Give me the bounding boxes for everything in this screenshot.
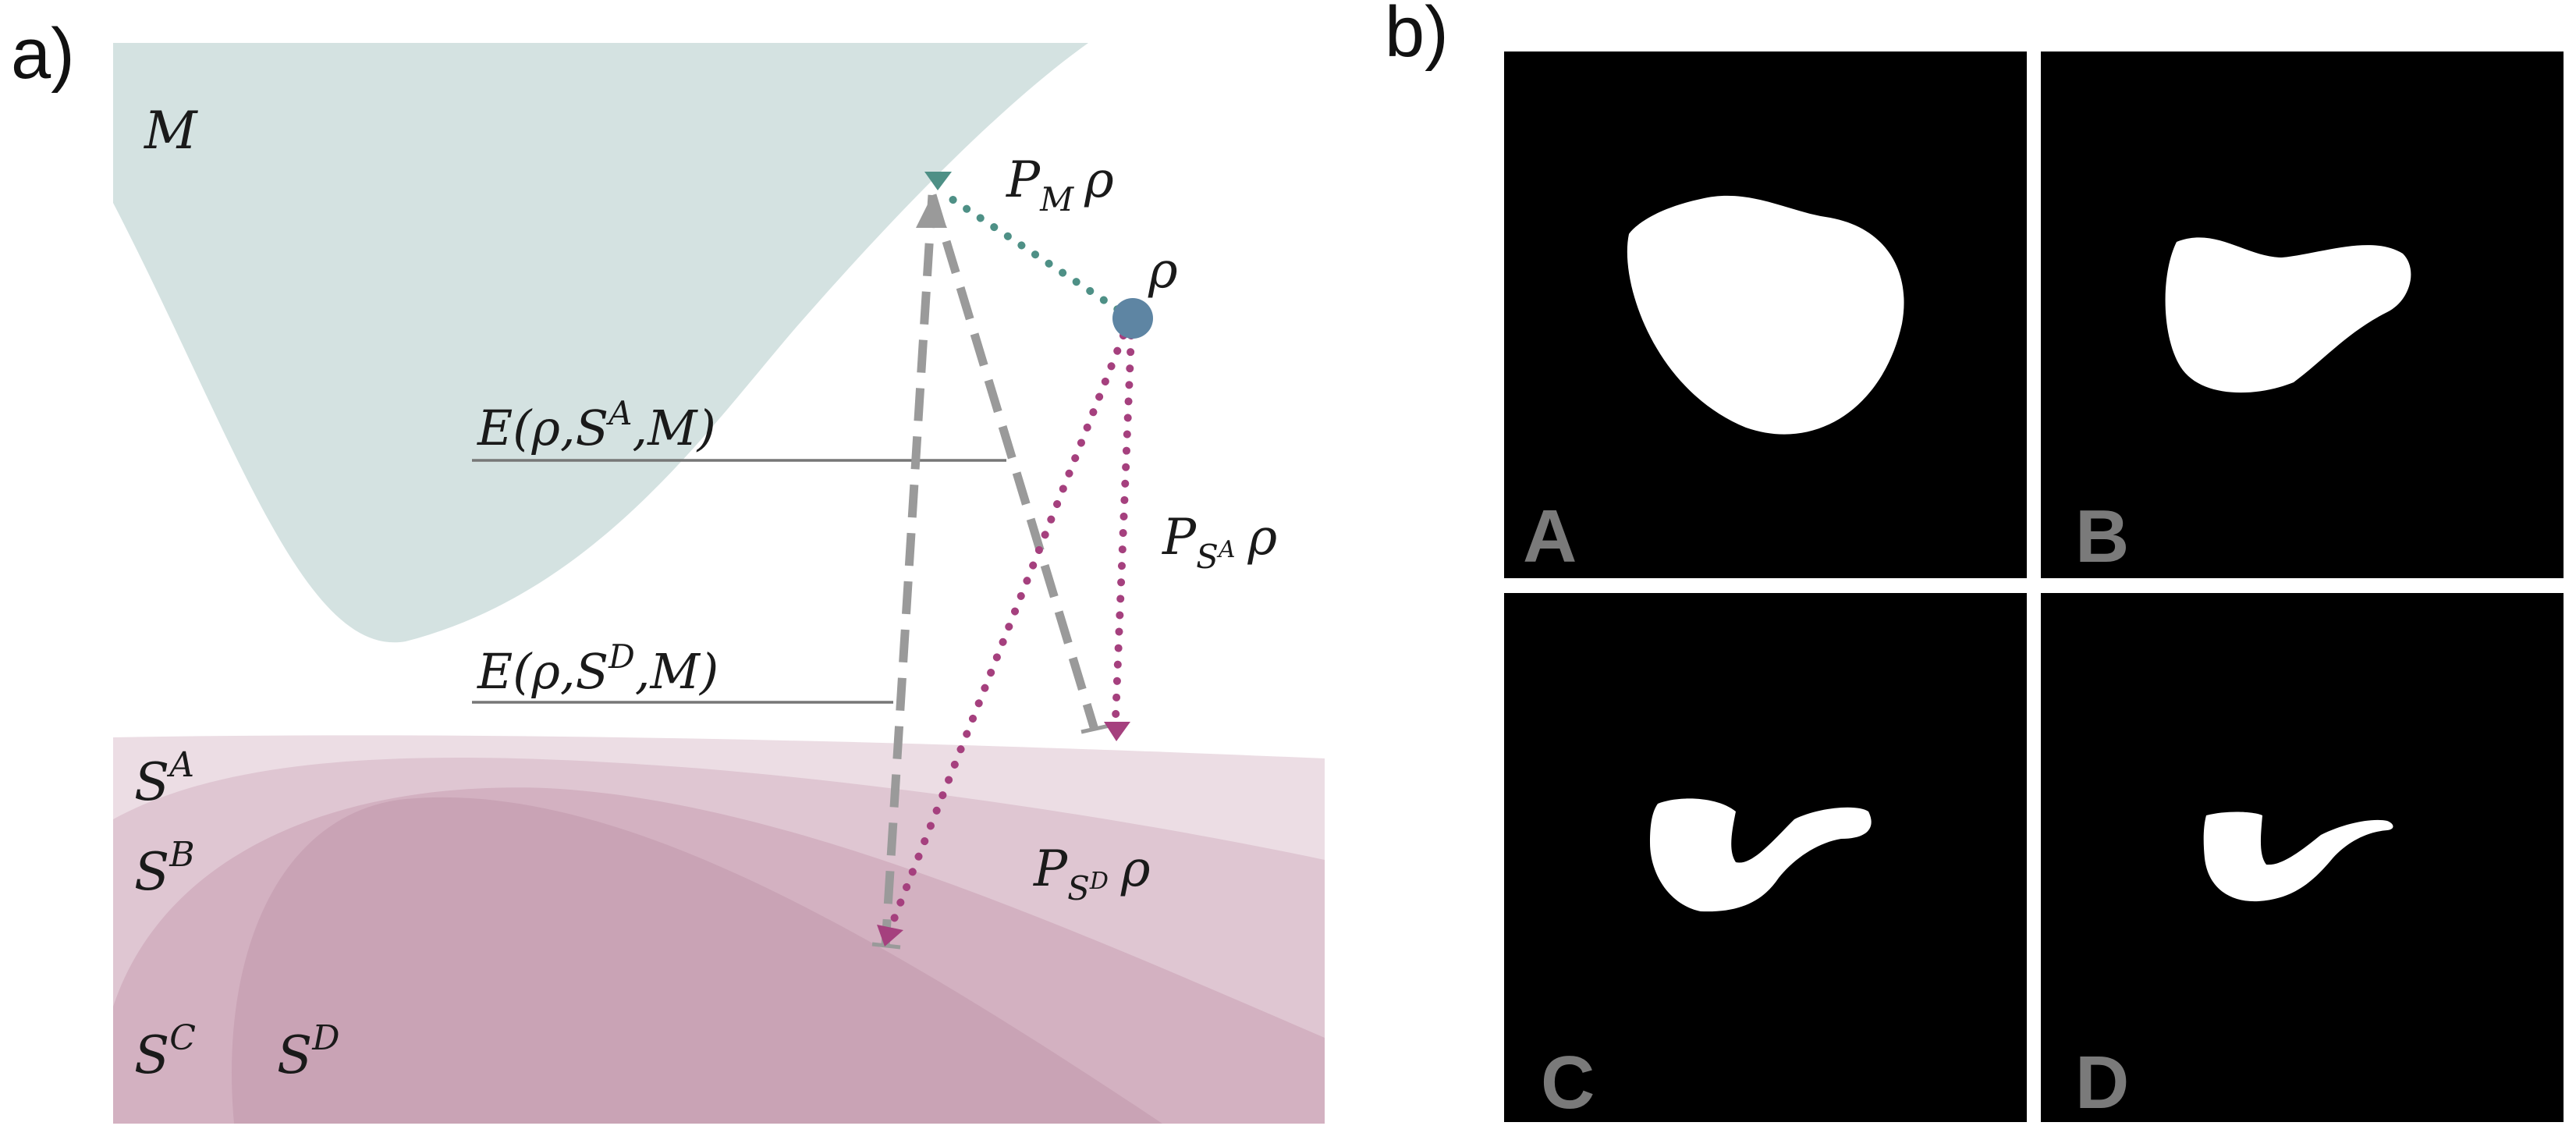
projection-sa-arrowhead	[1104, 722, 1130, 741]
set-label-sd: SD	[277, 1018, 340, 1085]
dashed-arrowhead-top	[916, 195, 947, 228]
set-label-sa: SA	[134, 745, 194, 812]
region-m-label: M	[144, 101, 198, 161]
tile-d: D	[2041, 593, 2564, 1124]
panel-a-label: a)	[11, 14, 75, 94]
shape-c	[1650, 798, 1872, 912]
tile-a: A	[1504, 51, 2027, 578]
set-label-sc: SC	[134, 1018, 196, 1085]
dashed-tick-sa	[1080, 723, 1110, 734]
distance-label-sd: E(ρ,SD,M)	[477, 637, 719, 700]
region-m	[113, 43, 1088, 643]
tile-b-letter: B	[2075, 495, 2129, 578]
region-sd	[231, 797, 1162, 1124]
tile-a-letter: A	[1523, 495, 1577, 578]
set-label-sb: SB	[134, 835, 195, 902]
projection-sa-path	[1112, 332, 1135, 722]
projection-m-arrowhead	[924, 172, 952, 190]
projection-m-path	[936, 187, 1135, 322]
panel-b-label: b)	[1385, 0, 1449, 72]
tile-d-letter: D	[2075, 1041, 2129, 1124]
shape-a	[1627, 195, 1904, 435]
dashed-path-2	[928, 194, 1099, 731]
dashed-tick-sd	[871, 942, 901, 950]
rho-label: ρ	[1148, 242, 1178, 300]
dashed-path-1	[881, 194, 937, 946]
distance-label-sa: E(ρ,SA,M)	[477, 394, 716, 456]
tile-b: B	[2041, 51, 2564, 578]
shape-d	[2203, 811, 2393, 902]
projection-sd-path	[887, 332, 1127, 931]
projection-sd-arrowhead	[877, 925, 903, 946]
panel-a-plot	[113, 43, 1325, 1124]
tile-c-letter: C	[1541, 1041, 1595, 1124]
rho-point	[1112, 298, 1153, 339]
shape-b	[2165, 237, 2411, 393]
tile-c: C	[1504, 593, 2027, 1124]
